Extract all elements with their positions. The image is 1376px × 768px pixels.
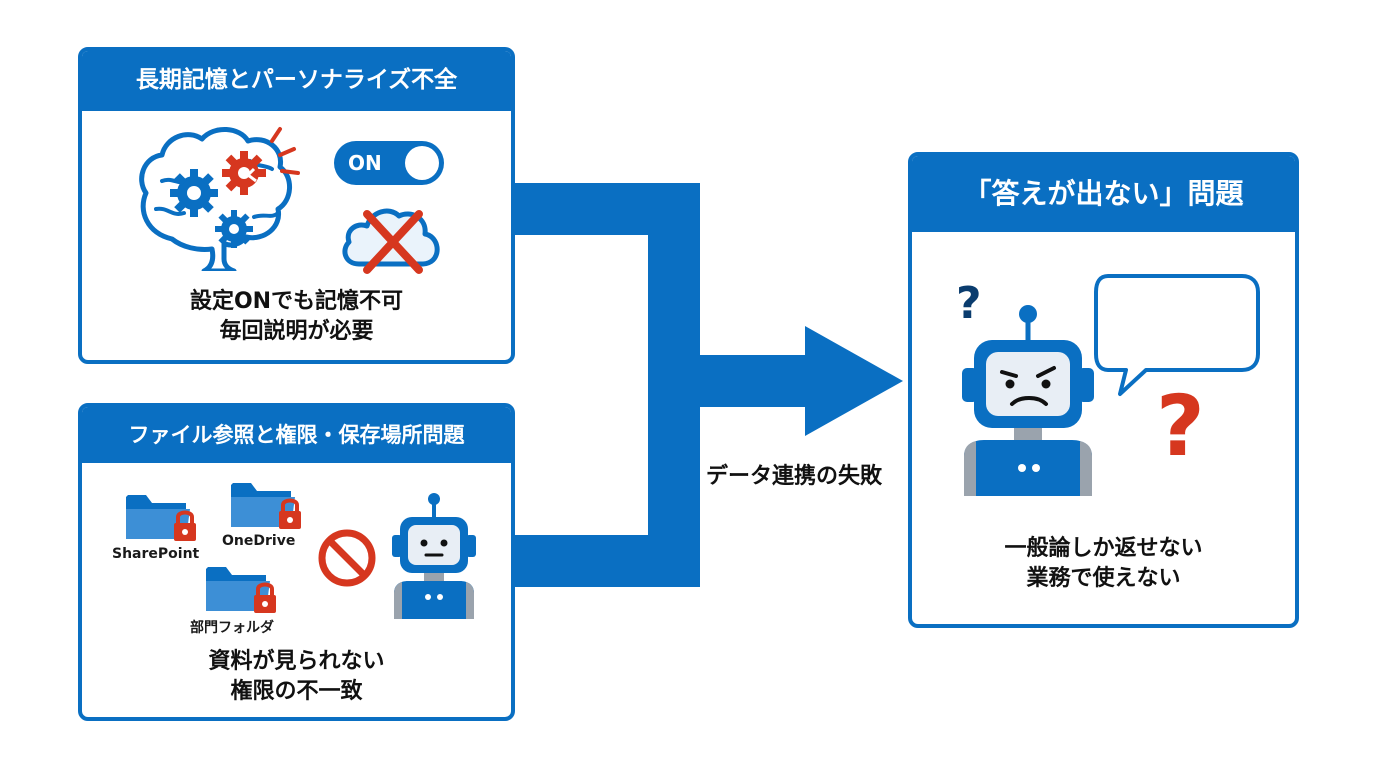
locked-folder-icon [231, 483, 301, 529]
memory-caption: 設定ONでも記憶不可 毎回説明が必要 [82, 287, 511, 346]
folder-label-onedrive: OneDrive [222, 533, 296, 549]
files-card: ファイル参照と権限・保存場所問題 SharePoint OneDrive 部門フ… [78, 403, 515, 721]
prohibited-icon [318, 529, 376, 587]
memory-card: 長期記憶とパーソナライズ不全 [78, 47, 515, 364]
result-caption-line1: 一般論しか返せない [1004, 536, 1203, 561]
files-caption: 資料が見られない 権限の不一致 [82, 647, 511, 706]
folder-label-sharepoint: SharePoint [112, 546, 200, 562]
confused-robot-icon [962, 305, 1094, 496]
memory-card-title: 長期記憶とパーソナライズ不全 [82, 51, 511, 111]
toggle-on-label: ON [348, 151, 382, 175]
question-mark-icon: ? [1156, 377, 1205, 475]
brain-gears-icon [139, 127, 300, 271]
result-card: 「答えが出ない」問題 ? ? 一般論しか返せない 業務で使えない [908, 152, 1299, 628]
files-card-title: ファイル参照と権限・保存場所問題 [82, 407, 511, 463]
result-caption-line2: 業務で使えない [1026, 565, 1181, 591]
empty-speech-bubble-icon [1094, 274, 1260, 396]
cloud-x-icon [342, 208, 440, 274]
locked-folder-icon [206, 567, 276, 613]
toggle-switch-icon: ON [334, 141, 444, 185]
connector-label: データ連携の失敗 [706, 464, 883, 489]
files-caption-line1: 資料が見られない [208, 649, 385, 674]
robot-icon [392, 493, 476, 619]
locked-folder-icon [126, 495, 196, 541]
folder-label-department: 部門フォルダ [190, 620, 274, 636]
memory-caption-line1: 設定ONでも記憶不可 [189, 289, 404, 314]
memory-caption-line2: 毎回説明が必要 [219, 318, 374, 344]
result-card-title: 「答えが出ない」問題 [912, 156, 1295, 232]
result-caption: 一般論しか返せない 業務で使えない [912, 534, 1295, 593]
files-caption-line2: 権限の不一致 [230, 678, 363, 704]
question-mark-icon: ? [956, 278, 982, 329]
